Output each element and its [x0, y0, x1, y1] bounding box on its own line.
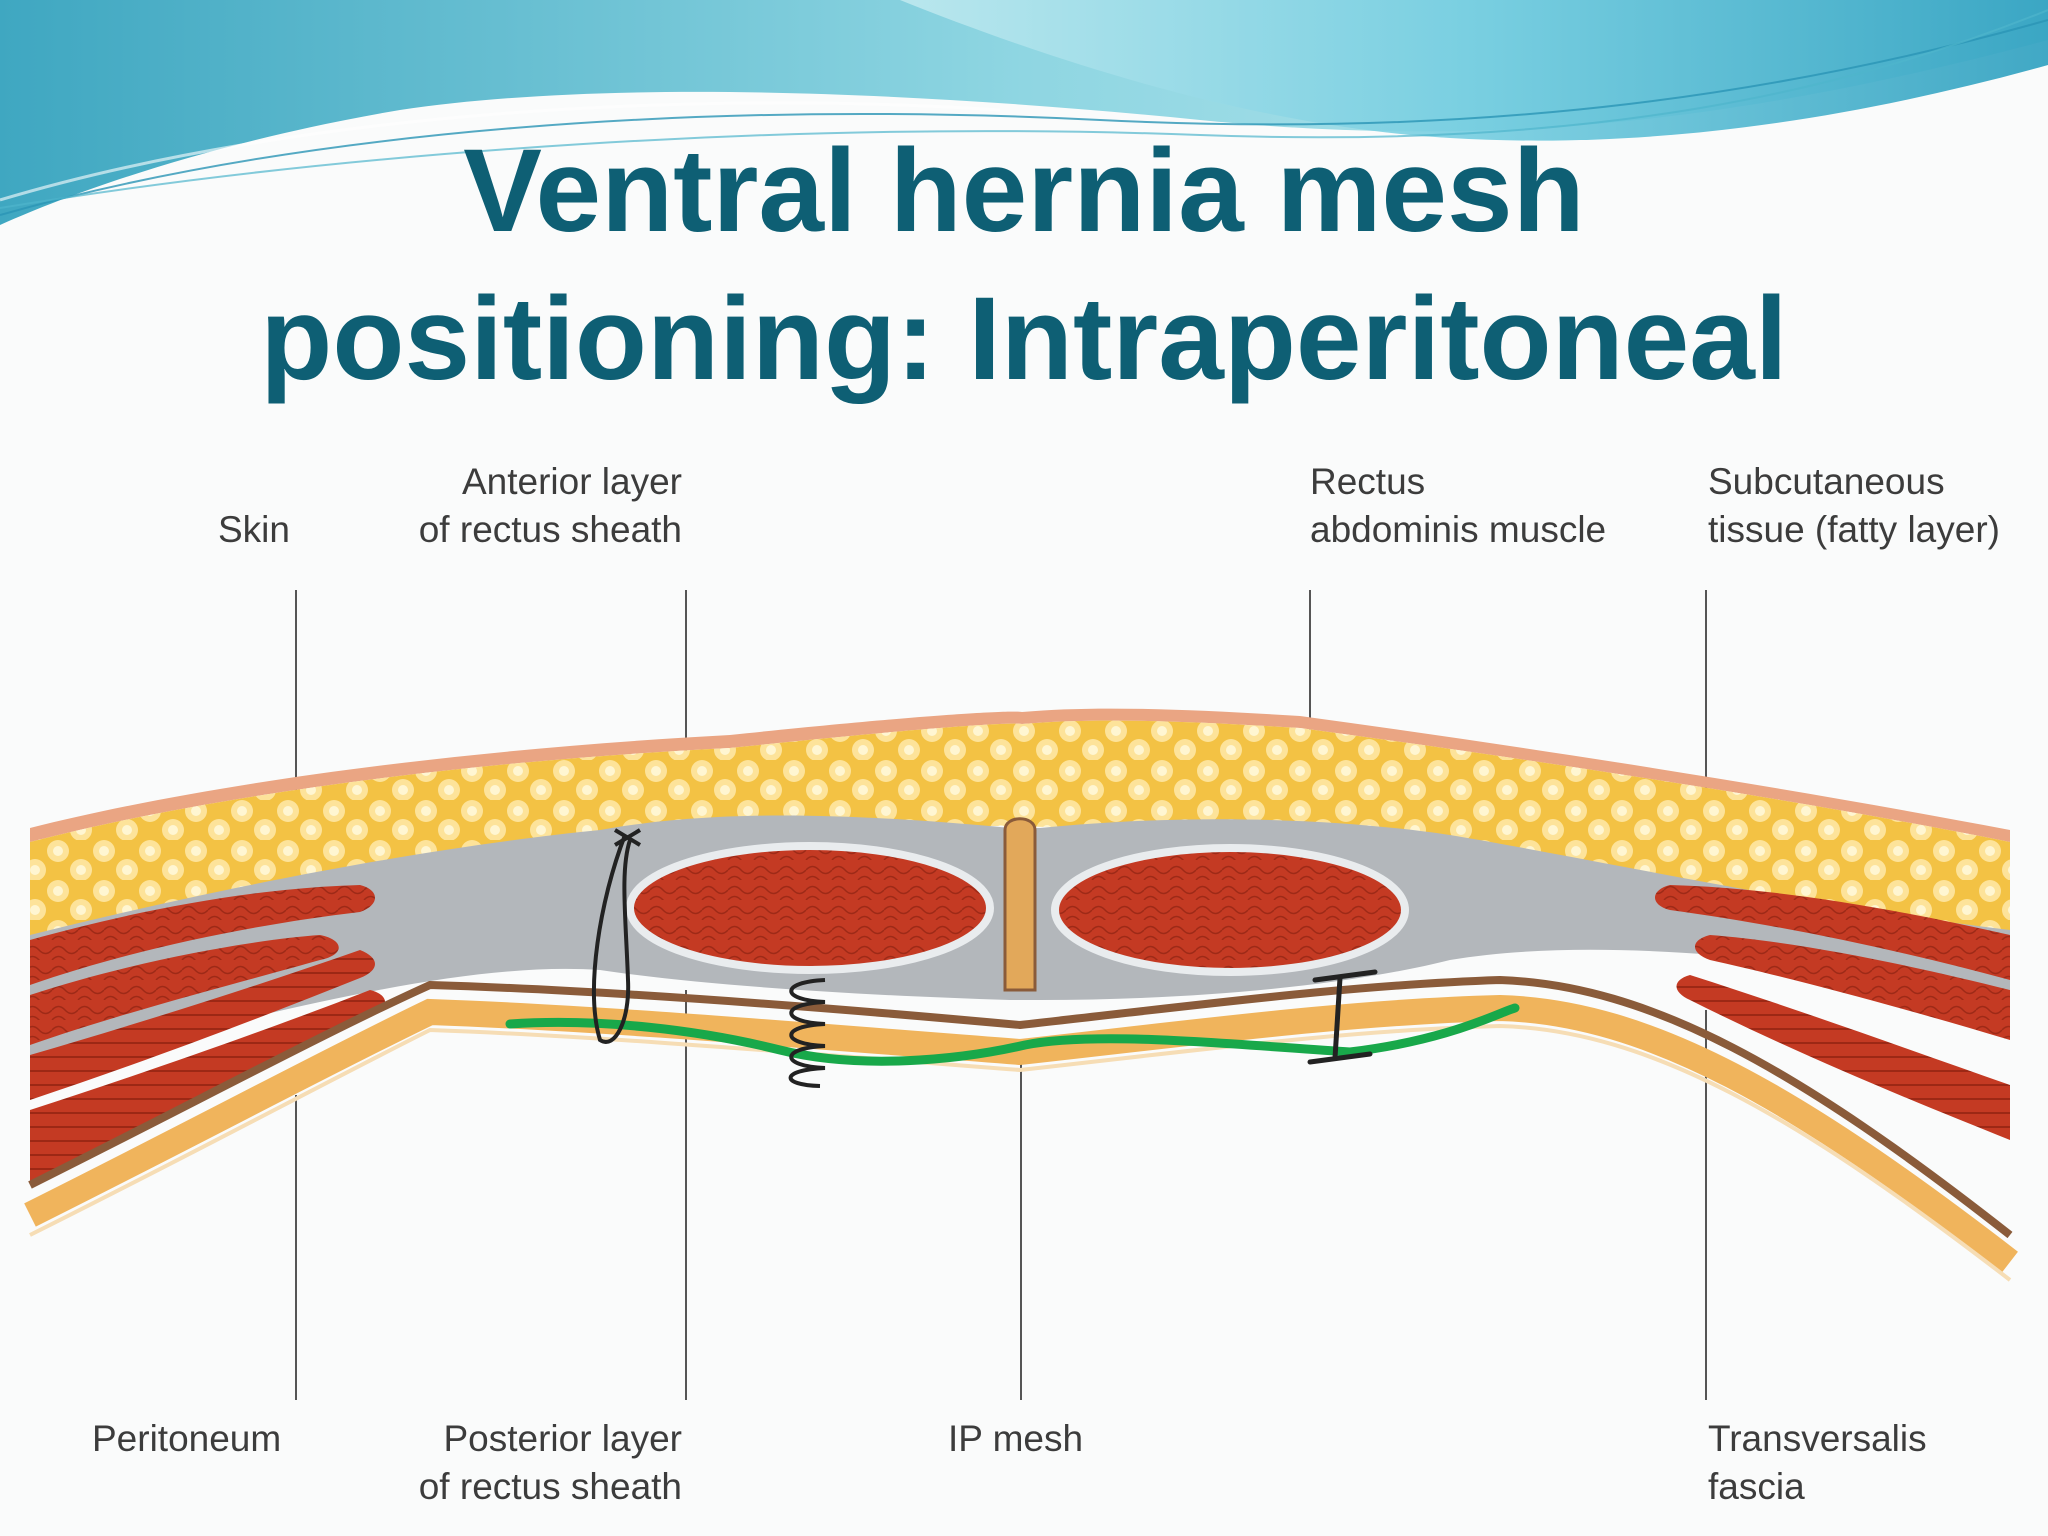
label-ip-mesh: IP mesh [948, 1418, 1084, 1459]
lateral-muscle-left-1 [30, 885, 375, 985]
lateral-muscle-left-3 [30, 950, 375, 1100]
transversalis-fascia [28, 975, 2013, 1239]
label-rectus-muscle: Rectus abdominis muscle [1310, 461, 1607, 550]
label-skin: Skin [218, 509, 290, 550]
label-subcutaneous-tissue: Subcutaneous tissue (fatty layer) [1708, 461, 2000, 550]
label-posterior-layer: Posterior layer of rectus sheath [418, 1418, 682, 1507]
abdominal-wall-diagram [24, 708, 2018, 1282]
tack-fixation [1307, 969, 1378, 1065]
ip-mesh [505, 1003, 1520, 1066]
rectus-muscle-right [1051, 844, 1409, 976]
tacker-coil [788, 978, 826, 1088]
leader-lines [295, 590, 1707, 1400]
linea-alba [1003, 817, 1037, 992]
page-title-line-1: Ventral hernia mesh [463, 125, 1585, 257]
label-peritoneum: Peritoneum [92, 1418, 282, 1459]
rectus-muscle-left [626, 842, 994, 974]
transfascial-suture [592, 834, 632, 1044]
label-anterior-layer: Anterior layer of rectus sheath [418, 461, 682, 550]
lateral-muscle-right-3 [1676, 975, 2010, 1140]
fat-layer [30, 720, 2010, 938]
lateral-muscle-left-2 [30, 935, 339, 1045]
label-transversalis-fascia: Transversalis fascia [1708, 1418, 1927, 1507]
peritoneum-layer [24, 994, 2018, 1273]
lateral-muscle-right-1 [1655, 885, 2010, 980]
lateral-muscle-right-2 [1695, 935, 2010, 1040]
header-banner [0, 0, 2048, 225]
page-title-line-2: positioning: Intraperitoneal [260, 273, 1788, 405]
